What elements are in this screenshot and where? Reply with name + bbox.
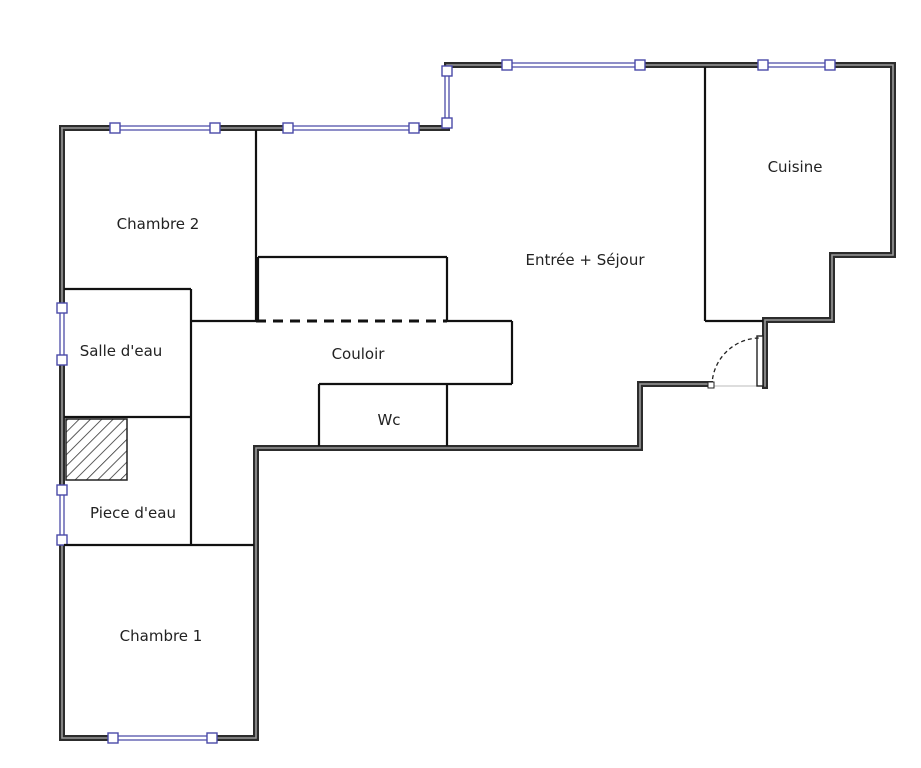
- entrance-door: [707, 335, 764, 389]
- label-chambre-1: Chambre 1: [120, 627, 203, 645]
- window-markers: [56, 59, 836, 744]
- window-cuisine: [763, 62, 830, 68]
- label-salle-eau: Salle d'eau: [80, 342, 163, 360]
- label-chambre-2: Chambre 2: [117, 215, 200, 233]
- window-piece-eau: [59, 490, 65, 540]
- wall-top-right-c: [762, 62, 896, 389]
- label-piece-eau: Piece d'eau: [90, 504, 176, 522]
- wall-left-lower: [59, 537, 116, 741]
- window-salle-eau: [59, 308, 65, 360]
- window-vertical-step: [444, 70, 450, 122]
- window-chambre1: [113, 735, 212, 741]
- exterior-walls: [59, 62, 896, 741]
- interior-partitions: [64, 67, 763, 547]
- label-cuisine: Cuisine: [768, 158, 823, 176]
- label-wc: Wc: [377, 411, 400, 429]
- room-labels: Chambre 2 Entrée + Séjour Cuisine Salle …: [80, 158, 823, 645]
- window-sejour: [507, 62, 640, 68]
- windows: [59, 62, 830, 741]
- window-chambre2-a: [115, 125, 215, 131]
- wall-bottom-right: [209, 381, 713, 741]
- label-entree-sejour: Entrée + Séjour: [525, 251, 645, 269]
- label-couloir: Couloir: [332, 345, 386, 363]
- window-chambre2-b: [288, 125, 414, 131]
- hatched-duct: [65, 418, 128, 481]
